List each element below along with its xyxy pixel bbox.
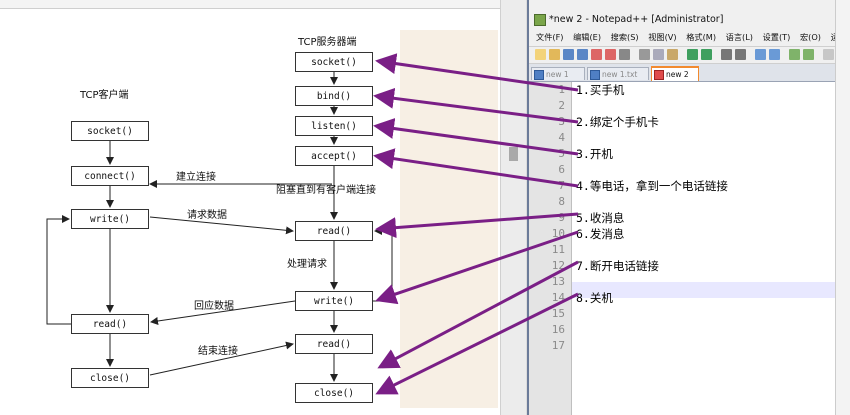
window-title: *new 2 - Notepad++ [Administrator] xyxy=(549,14,724,25)
client-connect-box: connect() xyxy=(71,166,149,186)
server-title: TCP服务器端 xyxy=(298,37,357,48)
server-bind-box: bind() xyxy=(295,86,373,106)
server-socket-box: socket() xyxy=(295,52,373,72)
server-read2-box: read() xyxy=(295,334,373,354)
line-number: 8 xyxy=(558,195,565,208)
label-end: 结束连接 xyxy=(198,346,238,357)
tab-new-1[interactable]: new 1 xyxy=(531,67,585,80)
word-wrap-icon[interactable] xyxy=(803,49,814,60)
menu-language[interactable]: 语言(L) xyxy=(725,32,753,42)
line-number: 14 xyxy=(551,291,565,304)
server-write-box: write() xyxy=(295,291,373,311)
menu-macro[interactable]: 宏(O) xyxy=(799,32,821,42)
save-all-icon[interactable] xyxy=(577,49,588,60)
new-file-icon[interactable] xyxy=(535,49,546,60)
show-all-chars-icon[interactable] xyxy=(823,49,834,60)
save-icon[interactable] xyxy=(563,49,574,60)
zoom-out-icon[interactable] xyxy=(769,49,780,60)
editor-area[interactable] xyxy=(572,82,837,415)
window-title-bar[interactable]: *new 2 - Notepad++ [Administrator] xyxy=(529,11,850,29)
editor-line-10[interactable]: 6.发消息 xyxy=(576,227,625,241)
tab-label: new 1 xyxy=(546,70,569,79)
line-number: 16 xyxy=(551,323,565,336)
close-all-icon[interactable] xyxy=(605,49,616,60)
tab-new-2[interactable]: new 2x xyxy=(651,66,699,93)
menu-search[interactable]: 搜索(S) xyxy=(610,32,639,42)
tab-label: new 2 xyxy=(666,70,689,79)
server-listen-box: listen() xyxy=(295,116,373,136)
client-read-box: read() xyxy=(71,314,149,334)
line-number: 6 xyxy=(558,163,565,176)
sync-scroll-icon[interactable] xyxy=(789,49,800,60)
tab-new-1-txt[interactable]: new 1.txt xyxy=(587,67,649,80)
browser-scrollbar[interactable] xyxy=(500,0,526,415)
menu-bar: 文件(F) 编辑(E) 搜索(S) 视图(V) 格式(M) 语言(L) 设置(T… xyxy=(529,30,850,45)
client-write-box: write() xyxy=(71,209,149,229)
line-number: 1 xyxy=(558,83,565,96)
server-read-box: read() xyxy=(295,221,373,241)
label-block: 阻塞直到有客户端连接 xyxy=(276,185,376,196)
client-title: TCP客户端 xyxy=(80,90,129,101)
line-number: 12 xyxy=(551,259,565,272)
line-number: 7 xyxy=(558,179,565,192)
page-margin xyxy=(400,30,498,408)
client-socket-box: socket() xyxy=(71,121,149,141)
redo-icon[interactable] xyxy=(701,49,712,60)
menu-file[interactable]: 文件(F) xyxy=(536,32,564,42)
paste-icon[interactable] xyxy=(667,49,678,60)
client-close-box: close() xyxy=(71,368,149,388)
label-process: 处理请求 xyxy=(287,259,327,270)
server-close-box: close() xyxy=(295,383,373,403)
tab-label: new 1.txt xyxy=(602,70,638,79)
find-icon[interactable] xyxy=(721,49,732,60)
notepad-window: *new 2 - Notepad++ [Administrator] 文件(F)… xyxy=(527,0,850,415)
editor-line-7[interactable]: 4.等电话，拿到一个电话链接 xyxy=(576,179,728,193)
line-number: 5 xyxy=(558,147,565,160)
undo-icon[interactable] xyxy=(687,49,698,60)
menu-settings[interactable]: 设置(T) xyxy=(762,32,791,42)
line-number: 4 xyxy=(558,131,565,144)
tab-file-icon xyxy=(590,70,600,80)
close-file-icon[interactable] xyxy=(591,49,602,60)
server-accept-box: accept() xyxy=(295,146,373,166)
print-icon[interactable] xyxy=(619,49,630,60)
editor-line-1[interactable]: 1.买手机 xyxy=(576,83,625,97)
label-request: 请求数据 xyxy=(187,210,227,221)
copy-icon[interactable] xyxy=(653,49,664,60)
editor-line-14[interactable]: 8.关机 xyxy=(576,291,613,305)
tab-unsaved-icon xyxy=(654,70,664,80)
tab-bar: new 1 new 1.txt new 2x xyxy=(529,64,850,93)
replace-icon[interactable] xyxy=(735,49,746,60)
line-number: 17 xyxy=(551,339,565,352)
cut-icon[interactable] xyxy=(639,49,650,60)
line-number: 15 xyxy=(551,307,565,320)
line-number: 3 xyxy=(558,115,565,128)
label-reply: 回应数据 xyxy=(194,301,234,312)
line-number: 11 xyxy=(551,243,565,256)
line-number: 13 xyxy=(551,275,565,288)
line-number: 9 xyxy=(558,211,565,224)
current-line-highlight xyxy=(572,282,837,298)
toolbar xyxy=(529,46,850,64)
label-establish: 建立连接 xyxy=(176,172,216,183)
notepad-app-icon xyxy=(534,13,546,26)
browser-scroll-thumb[interactable] xyxy=(509,147,518,161)
editor-line-3[interactable]: 2.绑定个手机卡 xyxy=(576,115,659,129)
browser-pane: TCP客户端 TCP服务器端 socket() connect() write(… xyxy=(0,0,526,415)
open-file-icon[interactable] xyxy=(549,49,560,60)
menu-edit[interactable]: 编辑(E) xyxy=(573,32,602,42)
line-number: 2 xyxy=(558,99,565,112)
menu-view[interactable]: 视图(V) xyxy=(648,32,677,42)
editor-scrollbar[interactable] xyxy=(835,0,850,415)
tab-file-icon xyxy=(534,70,544,80)
zoom-in-icon[interactable] xyxy=(755,49,766,60)
editor-line-12[interactable]: 7.断开电话链接 xyxy=(576,259,659,273)
editor-line-9[interactable]: 5.收消息 xyxy=(576,211,625,225)
menu-format[interactable]: 格式(M) xyxy=(686,32,717,42)
editor-line-5[interactable]: 3.开机 xyxy=(576,147,613,161)
address-bar-strip[interactable] xyxy=(0,0,500,9)
line-number: 10 xyxy=(551,227,565,240)
